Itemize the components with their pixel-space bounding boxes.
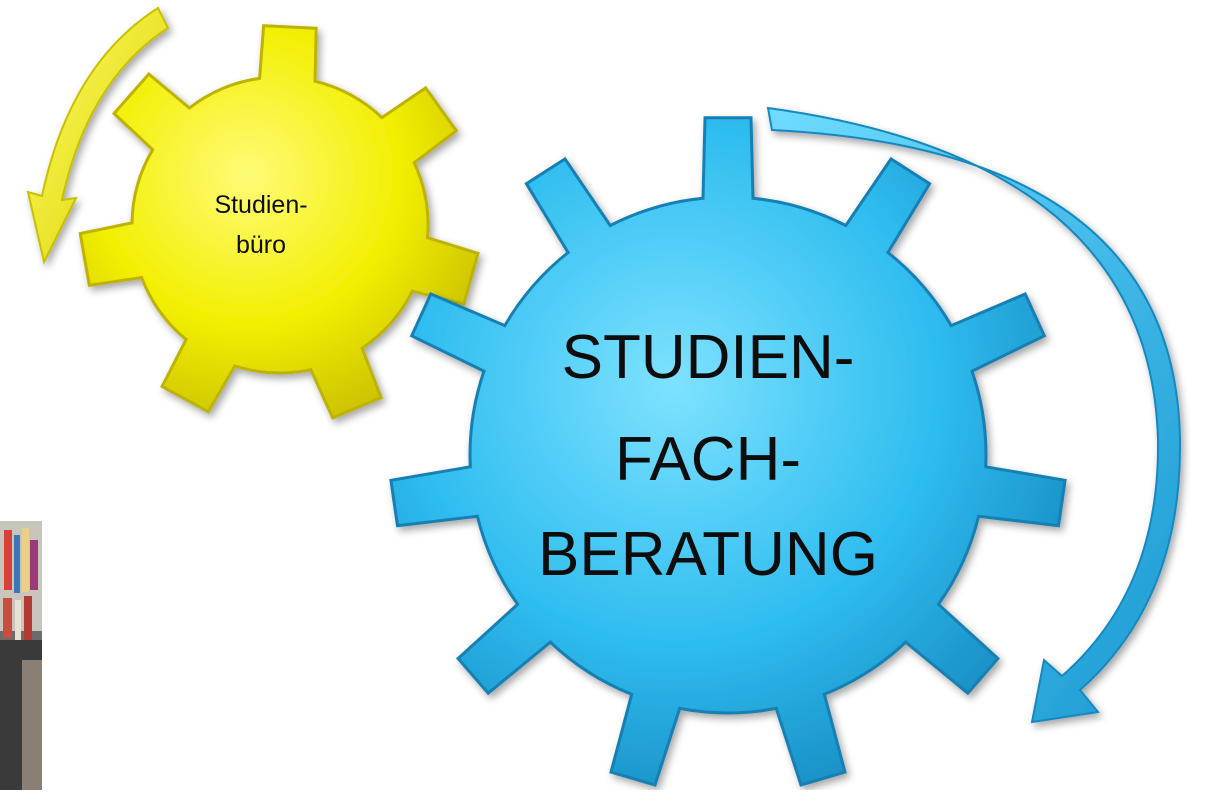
large-gear-label-line-3: BERATUNG — [538, 520, 878, 589]
small-gear-label-line-1: Studien- — [214, 191, 307, 219]
small-gear-label-line-2: büro — [236, 231, 286, 259]
small-gear: Studien- büro — [78, 24, 480, 420]
blue-cycle-arrow — [766, 106, 1182, 724]
yellow-cycle-arrow — [26, 6, 170, 265]
large-gear-label-line-1: STUDIEN- — [562, 323, 855, 392]
large-gear-label-line-2: FACH- — [615, 425, 801, 494]
large-gear: STUDIEN- FACH- BERATUNG — [389, 116, 1067, 787]
person-photo-fragment — [0, 521, 42, 790]
